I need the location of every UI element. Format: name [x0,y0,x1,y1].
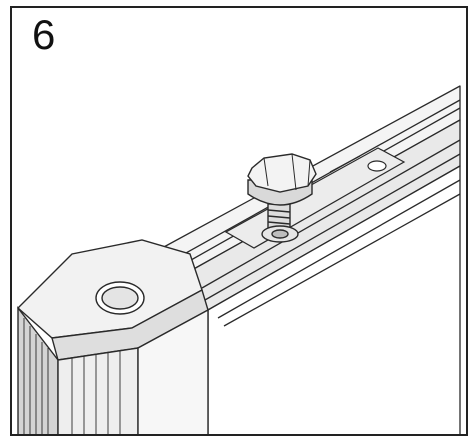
post-ridges [23,318,121,434]
step-border: 6 [10,6,468,436]
step-number: 6 [32,11,56,58]
assembly-illustration [16,85,461,434]
knob [247,153,317,243]
end-cap [16,239,209,434]
